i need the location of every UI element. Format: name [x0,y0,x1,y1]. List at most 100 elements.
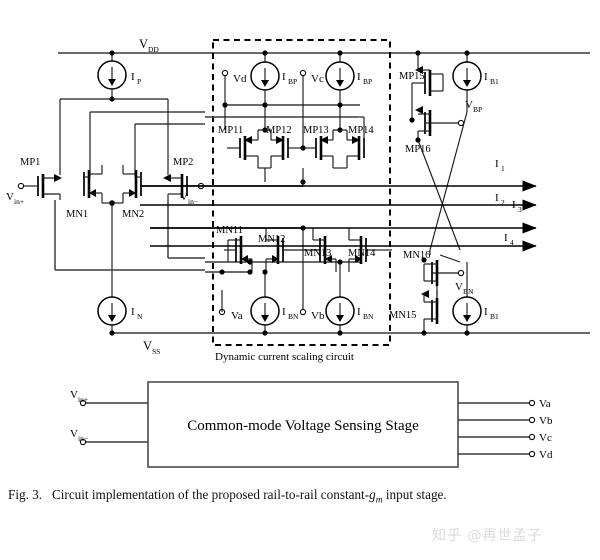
label-i1: I [495,158,499,170]
label-mn12: MN12 [258,234,285,245]
terminal-vin-plus-top: V in+ [6,191,24,206]
label-ib1-bottom-sub: B1 [490,312,499,321]
transistor-mp12 [258,129,303,169]
label-vc: Vc [311,73,324,85]
label-vd: Vd [233,73,247,85]
figure-caption: Fig. 3. Circuit implementation of the pr… [8,486,588,507]
label-mn14: MN14 [348,248,376,259]
transistor-mn2 [112,165,142,204]
label-in: I N [131,306,143,321]
label-ip-text: I [131,71,135,83]
label-i3-sub: 3 [518,205,522,214]
label-ib1-bottom: I [484,306,488,318]
label-ibp-2: I [357,71,361,83]
label-i4: I [504,232,508,244]
output-crossing-wires [378,111,468,263]
label-i3: I [512,199,516,211]
label-out-vb: Vb [539,415,553,427]
label-vin-plus-sub: in+ [14,197,24,206]
label-ibn-1: I [282,306,286,318]
terminal-vbp: V BP [457,99,482,127]
label-ibn-2: I [357,306,361,318]
dcs-pmos-drain-bus [140,168,304,187]
label-in-sub: N [137,312,143,321]
label-sense-vin-plus-sub: in+ [78,395,88,404]
label-mp16: MP16 [405,144,431,155]
transistor-mp11 [227,129,265,168]
label-ibp-1: I [282,71,286,83]
label-mp11: MP11 [218,125,243,136]
label-vdd-sub: DD [148,45,159,54]
label-mp13: MP13 [303,125,329,136]
current-source-ibp-1: I BP [250,50,297,133]
label-dynamic-current-scaling: Dynamic current scaling circuit [215,351,354,363]
label-mn13: MN13 [304,248,331,259]
label-mn11: MN11 [216,225,243,236]
label-mn1: MN1 [66,209,88,220]
label-sense-vin-minus-sub: in− [78,434,88,443]
output-current-i3: I 3 [150,199,537,234]
transistor-mp15 [409,66,444,123]
label-vss: V SS [143,339,160,356]
current-source-ip [97,50,127,102]
label-va: Va [231,310,243,322]
label-vss-sub: SS [152,347,160,356]
caption-body: Circuit implementation of the proposed r… [51,487,370,502]
label-ibp-1-sub: BP [288,77,297,86]
sensing-input-vin-plus: V in+ [70,389,148,407]
terminal-vbn: V BN [455,269,474,296]
transistor-mn1 [83,165,112,204]
caption-prefix: Fig. 3. [8,487,43,502]
transistor-mp14 [264,116,365,185]
label-vin-plus: V [6,191,14,203]
label-vbp: V [465,99,473,111]
terminal-vb: Vb [299,308,325,322]
sensing-output-vd: Vd [458,449,553,461]
transistor-mn11 [224,236,253,272]
transistor-mn14 [339,228,378,290]
sensing-output-vb: Vb [458,415,553,427]
label-vbn: V [455,281,463,293]
label-vdd-text: V [139,37,148,51]
current-source-ib1-top: I B1 [452,50,499,112]
transistor-mn13 [303,228,337,272]
label-ibn-1-sub: BN [288,312,299,321]
current-source-in [97,290,127,336]
sensing-stage-block: Common-mode Voltage Sensing Stage [147,381,459,468]
sensing-output-va: Va [458,398,551,410]
output-current-i1: I 1 [140,158,537,192]
label-i1-sub: 1 [501,164,505,173]
label-out-vc: Vc [539,432,552,444]
dynamic-current-scaling-boundary [212,39,391,346]
label-i2-sub: 2 [501,198,505,207]
sensing-output-vc: Vc [458,432,552,444]
transistor-mn12 [265,228,304,310]
label-ib1-top-sub: B1 [490,77,499,86]
label-sense-vin-plus: V [70,389,78,401]
sensing-stage-label: Common-mode Voltage Sensing Stage [187,418,419,434]
label-vbp-sub: BP [473,105,482,114]
label-mp2: MP2 [173,157,193,168]
label-vdd: V DD [139,37,159,54]
label-out-vd: Vd [539,449,553,461]
terminal-va: Va [218,269,243,322]
transistor-mn15 [421,286,439,336]
caption-gm-sub: m [375,495,383,506]
label-i4-sub: 4 [510,238,514,247]
label-sense-vin-minus: V [70,428,78,440]
caption-gm-base: g [369,487,376,502]
label-vb: Vb [311,310,325,322]
terminal-vc: Vc [299,69,324,151]
label-vin-minus: V [180,191,188,203]
label-vss-text: V [143,339,152,353]
caption-gm: gm [369,487,382,506]
label-mp15: MP15 [399,71,425,82]
terminal-vin-minus-top: V in− [180,191,198,206]
label-ip: I P [131,71,141,86]
input-stage-wiring [54,98,205,290]
label-mp14: MP14 [348,125,374,136]
label-ibp-2-sub: BP [363,77,372,86]
transistor-mp16 [415,106,458,143]
caption-tail: input stage. [382,487,447,502]
